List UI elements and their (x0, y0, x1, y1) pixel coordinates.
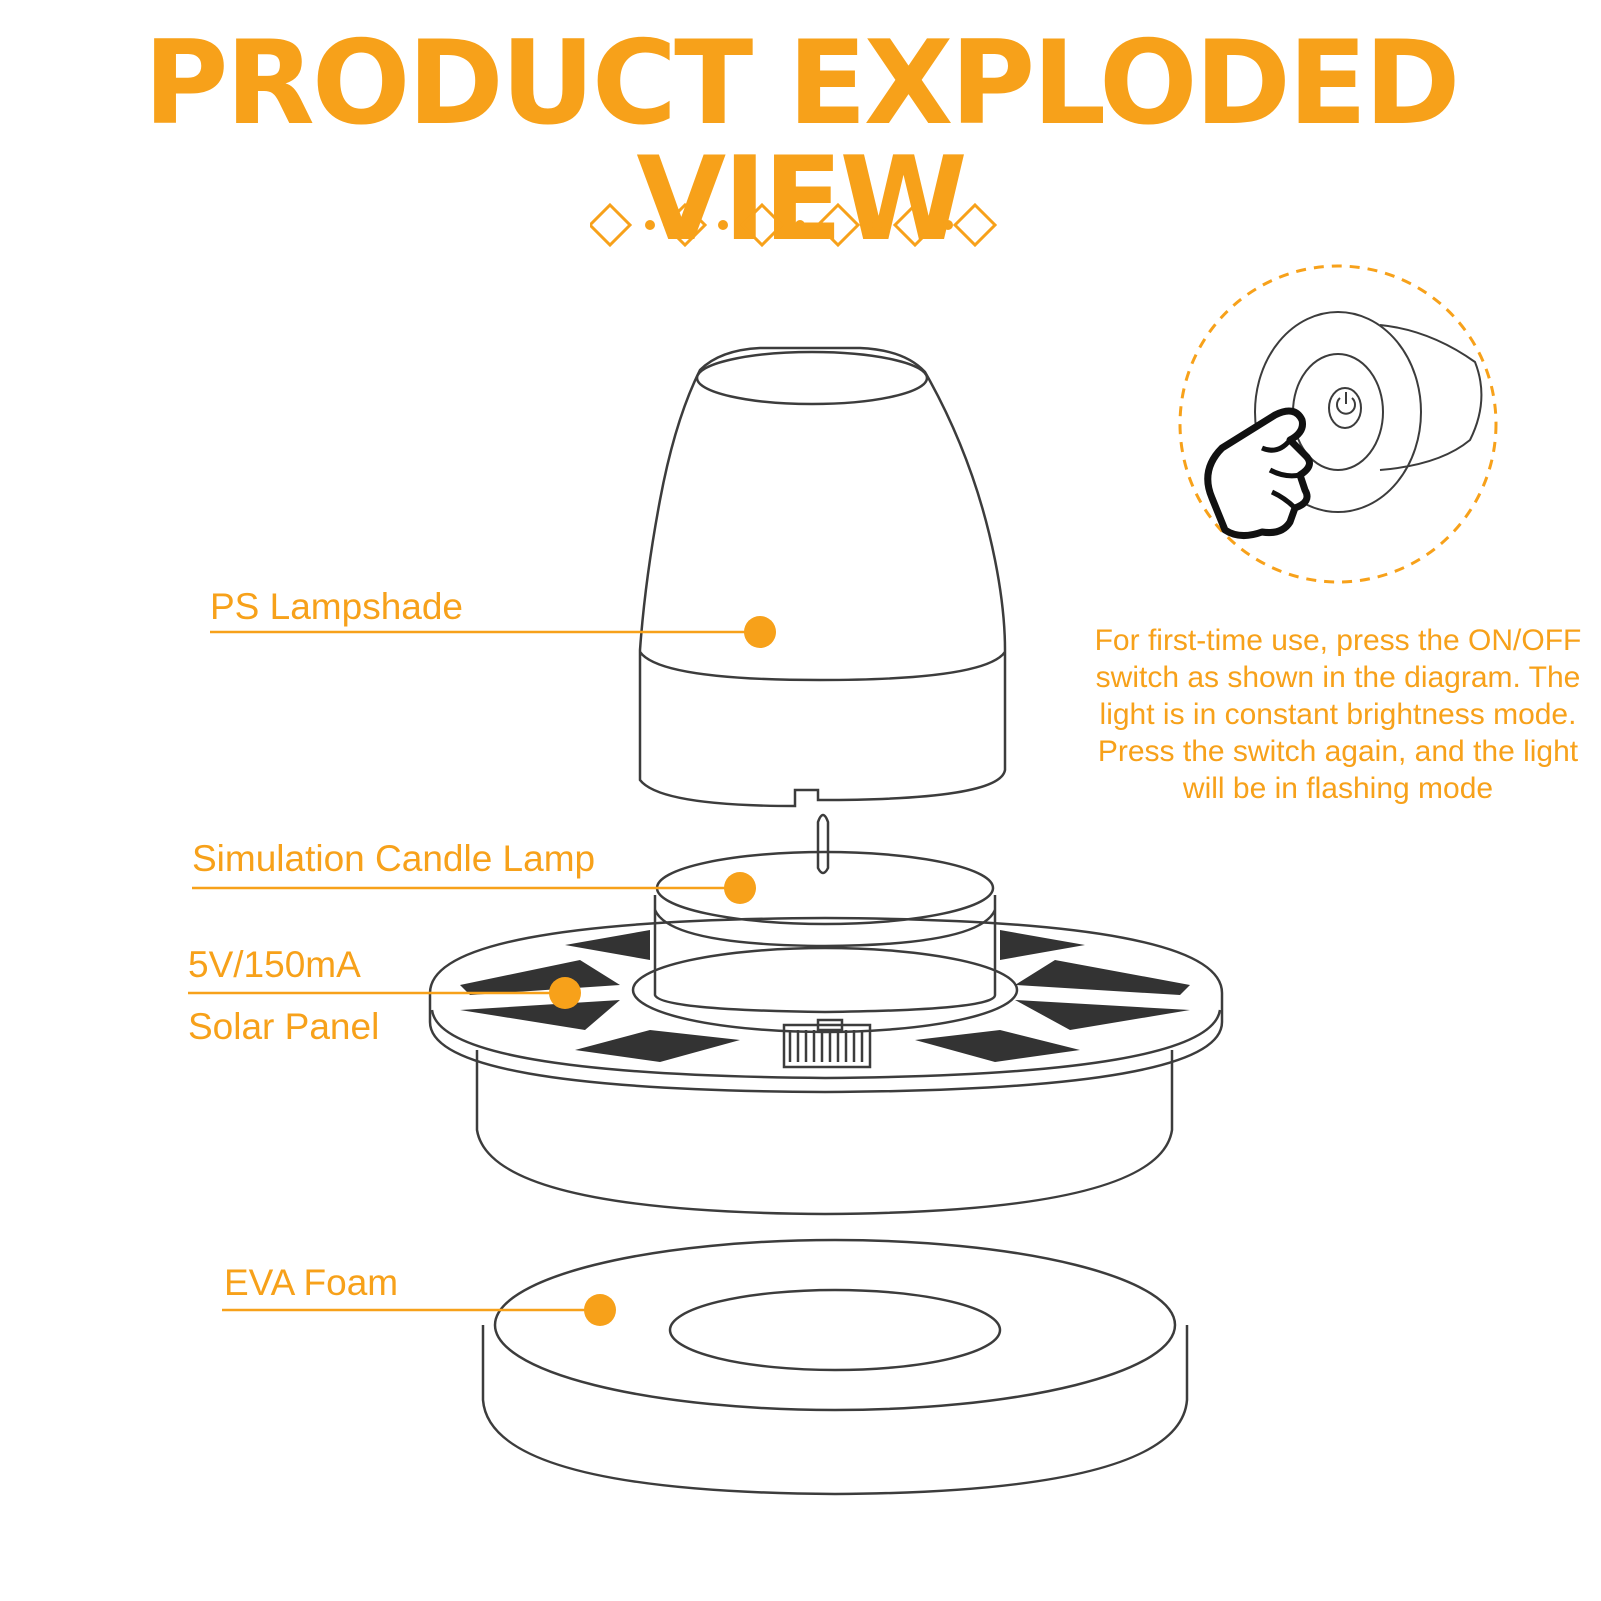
eva-foam-part (481, 1238, 1189, 1496)
diamond-icon (662, 202, 708, 248)
diamond-icon (892, 202, 938, 248)
power-switch-icon (1328, 387, 1362, 429)
diamond-icon (952, 202, 998, 248)
solar-label-line1: 5V/150mA (188, 944, 361, 985)
solar-cells (460, 930, 1190, 1062)
candle-label: Simulation Candle Lamp (192, 838, 596, 879)
switch-instructions: For first-time use, press the ON/OFF swi… (1094, 624, 1582, 805)
solar-panel-part (428, 916, 1224, 1216)
page-title: PRODUCT EXPLODED VIEW (143, 16, 1461, 267)
pointing-hand-icon (1204, 407, 1313, 539)
dashed-circle (1178, 264, 1498, 584)
diamond-icon (590, 202, 633, 248)
candle-pin (816, 813, 830, 875)
solar-label-line2: Solar Panel (188, 1006, 380, 1047)
solar-marker (549, 977, 581, 1009)
diamond-ornament (590, 202, 998, 248)
foam-label: EVA Foam (224, 1262, 399, 1303)
lampshade-part (638, 346, 1007, 808)
lampshade-label: PS Lampshade (210, 586, 464, 627)
foam-marker (584, 1294, 616, 1326)
diamond-icon (815, 202, 861, 248)
diamond-icon (739, 202, 785, 248)
lampshade-marker (744, 616, 776, 648)
candle-marker (724, 872, 756, 904)
